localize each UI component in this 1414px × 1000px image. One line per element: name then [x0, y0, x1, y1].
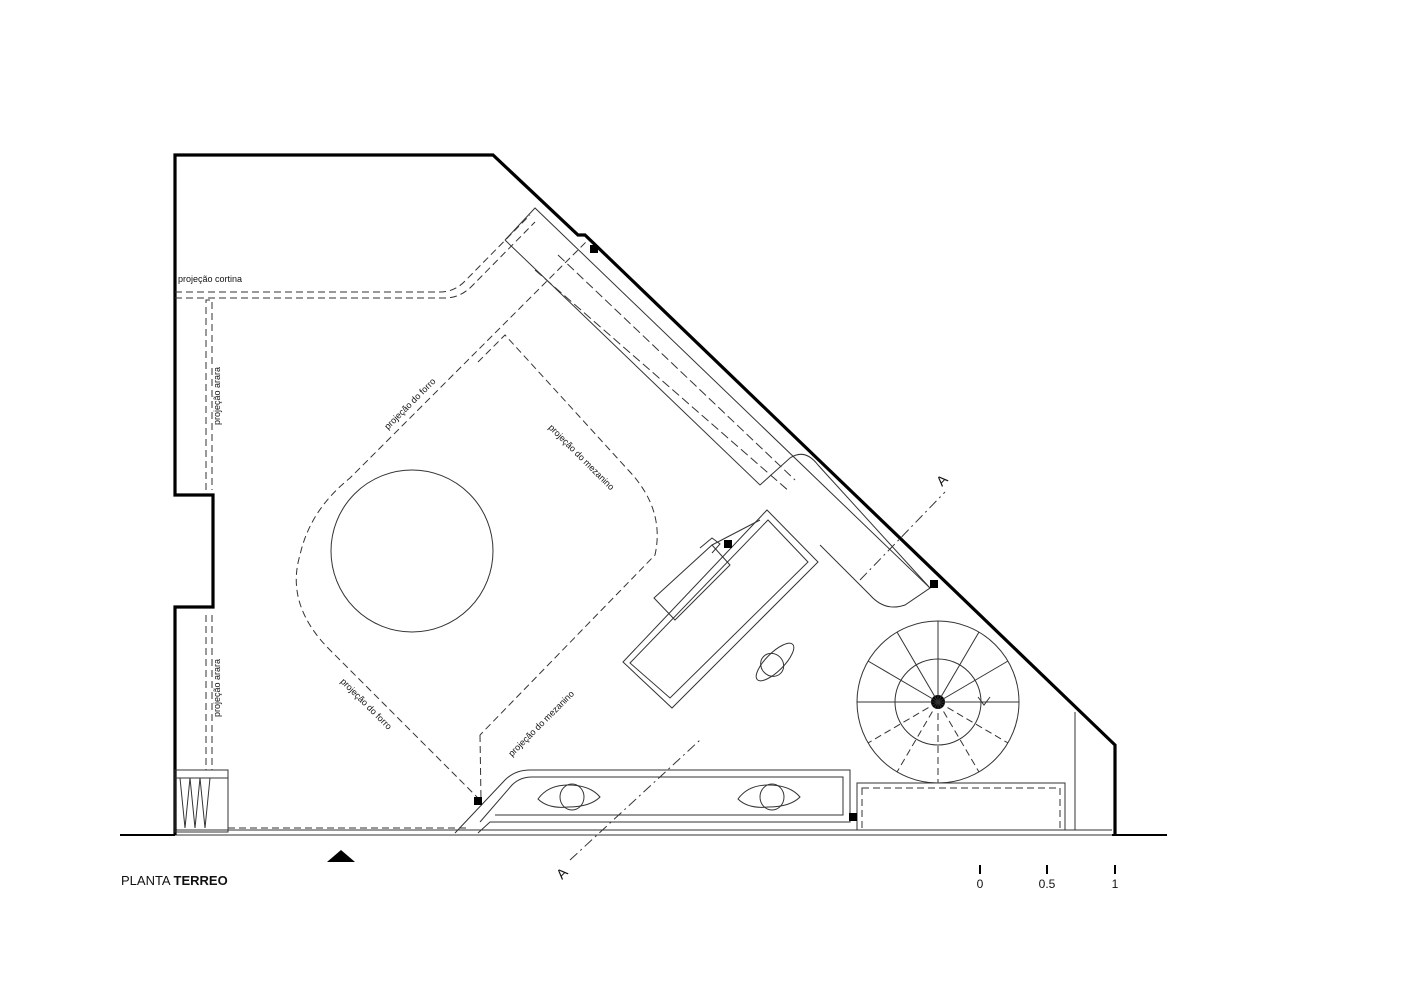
ground-line [120, 829, 1167, 836]
label-projecao-cortina: projeção cortina [178, 274, 242, 284]
label-projecao-mezanino-upper: projeção do mezanino [547, 422, 617, 492]
exterior-walls [173, 153, 1117, 835]
plan-title-prefix: PLANTA [121, 873, 171, 888]
round-table-icon [330, 469, 494, 633]
rack-projections: projeção arara projeção arara [205, 299, 222, 770]
spiral-stair-icon [856, 620, 1020, 784]
curtain-projection: projeção cortina [175, 214, 536, 299]
label-projecao-arara-lower: projeção arara [212, 659, 222, 717]
section-marker-top: A [933, 471, 951, 489]
bench [454, 769, 851, 834]
scale-tick-half: 0.5 [1039, 877, 1056, 891]
mezzanine-projection: projeção do mezanino projeção do mezanin… [477, 334, 658, 801]
scale-tick-1: 1 [1112, 877, 1119, 891]
stair-storage [856, 712, 1076, 831]
section-marker-bottom: A [553, 864, 571, 882]
scale-bar: 0 0.5 1 [977, 865, 1119, 891]
entrance-arrow-icon [327, 850, 355, 862]
scale-tick-0: 0 [977, 877, 984, 891]
column-markers [474, 245, 938, 821]
label-projecao-mezanino-lower: projeção do mezanino [506, 689, 576, 759]
section-line: A A [553, 471, 951, 882]
cash-counter [622, 509, 819, 709]
entrance-shelf [174, 769, 470, 833]
label-projecao-forro-upper: projeção do forro [382, 376, 437, 431]
label-projecao-forro-lower: projeção do forro [339, 676, 394, 731]
chair-icon [537, 642, 801, 811]
plan-title: PLANTA TERREO [121, 873, 228, 888]
label-projecao-arara-upper: projeção arara [212, 367, 222, 425]
plan-title-emphasis: TERREO [174, 873, 228, 888]
diagonal-counter [504, 207, 931, 608]
